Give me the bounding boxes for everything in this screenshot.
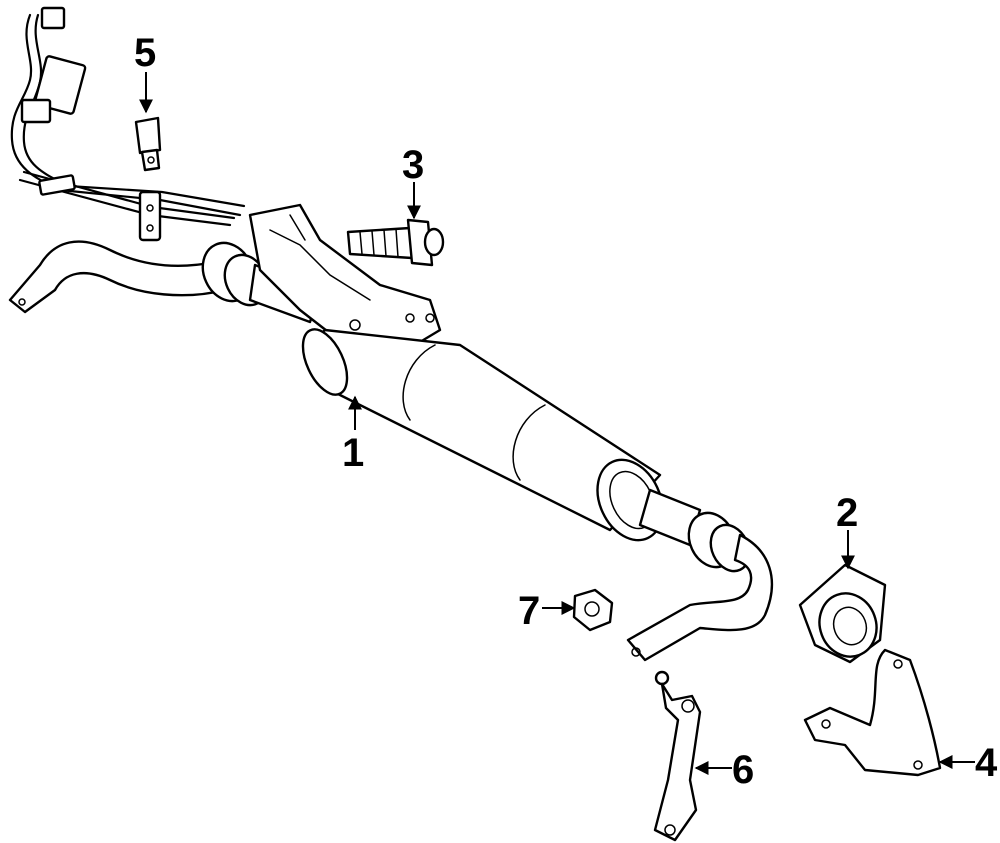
wire-connector bbox=[134, 116, 162, 172]
callout-leaders bbox=[139, 72, 975, 775]
hex-nut bbox=[572, 588, 614, 632]
callout-3: 3 bbox=[402, 143, 424, 187]
wiring-harness bbox=[10, 6, 246, 242]
bolt bbox=[346, 218, 445, 267]
callout-6: 6 bbox=[732, 748, 754, 792]
callout-7: 7 bbox=[518, 589, 540, 633]
callout-4: 4 bbox=[975, 741, 998, 785]
callout-2: 2 bbox=[836, 491, 858, 535]
callout-5: 5 bbox=[134, 31, 156, 75]
callout-1: 1 bbox=[342, 431, 364, 475]
callout-numbers: 1 2 3 4 5 6 7 bbox=[134, 31, 998, 792]
end-link bbox=[653, 670, 702, 842]
bar-bushing bbox=[798, 563, 887, 664]
stabilizer-bar-left bbox=[8, 240, 227, 314]
bushing-bracket bbox=[803, 648, 942, 777]
stabilizer-actuator-assembly bbox=[201, 203, 702, 547]
stabilizer-bar-right bbox=[626, 511, 773, 662]
